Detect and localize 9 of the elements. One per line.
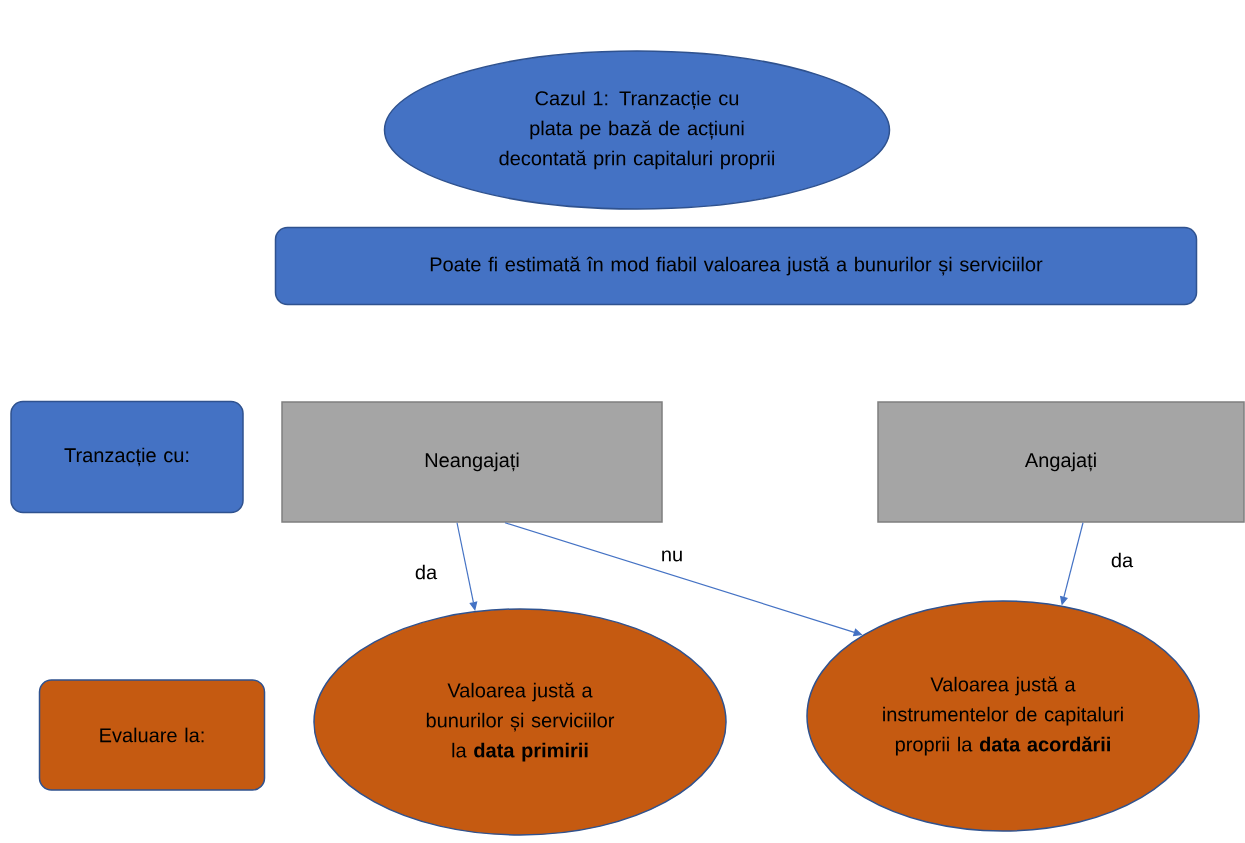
edge-label: da — [1108, 550, 1136, 570]
row-label-box: Tranzacție cu: — [10, 400, 244, 514]
arrow — [456, 522, 478, 611]
category-box: Angajați — [877, 401, 1245, 523]
edge-label: nu — [658, 548, 686, 564]
row-label-box: Evaluare la: — [38, 679, 266, 791]
edge-label: da — [412, 562, 440, 582]
question-box: Poate fi estimată în mod fiabil valoarea justă a bunurilor și serviciilor — [274, 226, 1198, 306]
category-box: Neangajați — [281, 401, 663, 523]
